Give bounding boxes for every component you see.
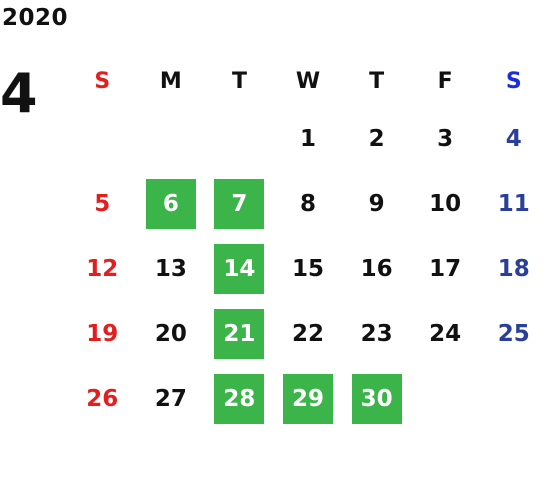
calendar-day[interactable]: 26 [86,385,119,412]
calendar-day-cell: 12 [68,236,137,301]
calendar-day[interactable]: 9 [368,190,385,217]
calendar-day-cell: 26 [68,366,137,431]
calendar-day-cell: 3 [411,106,480,171]
calendar-day-cell: 6 [137,171,206,236]
calendar-day[interactable]: 8 [300,190,317,217]
calendar-day-cell: 25 [479,301,548,366]
calendar-day-cell: 9 [342,171,411,236]
calendar-day[interactable]: 3 [437,125,454,152]
highlighted-day[interactable]: 21 [214,308,265,359]
calendar-week-row: 1 2 3 4 [68,106,548,171]
calendar-day[interactable]: 1 [300,125,317,152]
calendar-empty-cell [479,366,548,431]
calendar-day[interactable]: 13 [154,255,187,282]
calendar-month: 4 [0,62,38,125]
calendar-day-cell: 11 [479,171,548,236]
calendar-day[interactable]: 17 [429,255,462,282]
calendar-empty-cell [68,106,137,171]
calendar-day-cell: 7 [205,171,274,236]
calendar-day-cell: 23 [342,301,411,366]
calendar-day-cell: 4 [479,106,548,171]
calendar-day[interactable]: 25 [497,320,530,347]
calendar-empty-cell [137,106,206,171]
calendar-day-cell: 28 [205,366,274,431]
calendar-day[interactable]: 27 [154,385,187,412]
calendar-day[interactable]: 12 [86,255,119,282]
weekday-wednesday: W [295,68,321,94]
calendar-week-row: 12 13 14 15 16 17 18 [68,236,548,301]
calendar-day-cell: 29 [274,366,343,431]
calendar-day[interactable]: 2 [368,125,385,152]
highlighted-day[interactable]: 30 [351,373,402,424]
calendar-day-cell: 21 [205,301,274,366]
weekday-thursday: T [369,68,385,94]
calendar-day[interactable]: 24 [429,320,462,347]
calendar-week-row: 19 20 21 22 23 24 25 [68,301,548,366]
calendar-day[interactable]: 22 [292,320,325,347]
calendar-day-cell: 15 [274,236,343,301]
highlighted-day[interactable]: 6 [145,178,196,229]
calendar-day-cell: 13 [137,236,206,301]
weekday-monday: M [159,68,182,94]
calendar-year: 2020 [2,5,69,31]
calendar-day-cell: 8 [274,171,343,236]
calendar-day[interactable]: 16 [360,255,393,282]
calendar-day-cell: 14 [205,236,274,301]
calendar-day-cell: 18 [479,236,548,301]
calendar-day[interactable]: 4 [505,125,522,152]
calendar-day-cell: 5 [68,171,137,236]
calendar-day[interactable]: 5 [94,190,111,217]
calendar-empty-cell [205,106,274,171]
calendar-day[interactable]: 15 [292,255,325,282]
highlighted-day[interactable]: 7 [214,178,265,229]
calendar-day[interactable]: 10 [429,190,462,217]
calendar-week-row: 26 27 28 29 30 [68,366,548,431]
calendar-day-cell: 16 [342,236,411,301]
highlighted-day[interactable]: 14 [214,243,265,294]
weekday-header-row: S M T W T F S [68,56,548,106]
weekday-saturday: S [505,68,522,94]
calendar-day-cell: 1 [274,106,343,171]
calendar-day-cell: 22 [274,301,343,366]
calendar-day[interactable]: 11 [497,190,530,217]
calendar-day-cell: 20 [137,301,206,366]
calendar-day[interactable]: 20 [154,320,187,347]
calendar-day-cell: 10 [411,171,480,236]
highlighted-day[interactable]: 28 [214,373,265,424]
weekday-friday: F [437,68,453,94]
calendar-day[interactable]: 23 [360,320,393,347]
highlighted-day[interactable]: 29 [283,373,334,424]
calendar-day-cell: 17 [411,236,480,301]
calendar-day[interactable]: 18 [497,255,530,282]
calendar-day[interactable]: 19 [86,320,119,347]
calendar-day-cell: 30 [342,366,411,431]
weekday-tuesday: T [231,68,247,94]
calendar-empty-cell [411,366,480,431]
calendar-day-cell: 27 [137,366,206,431]
calendar-day-cell: 19 [68,301,137,366]
weekday-sunday: S [94,68,111,94]
calendar-day-cell: 24 [411,301,480,366]
calendar-day-cell: 2 [342,106,411,171]
